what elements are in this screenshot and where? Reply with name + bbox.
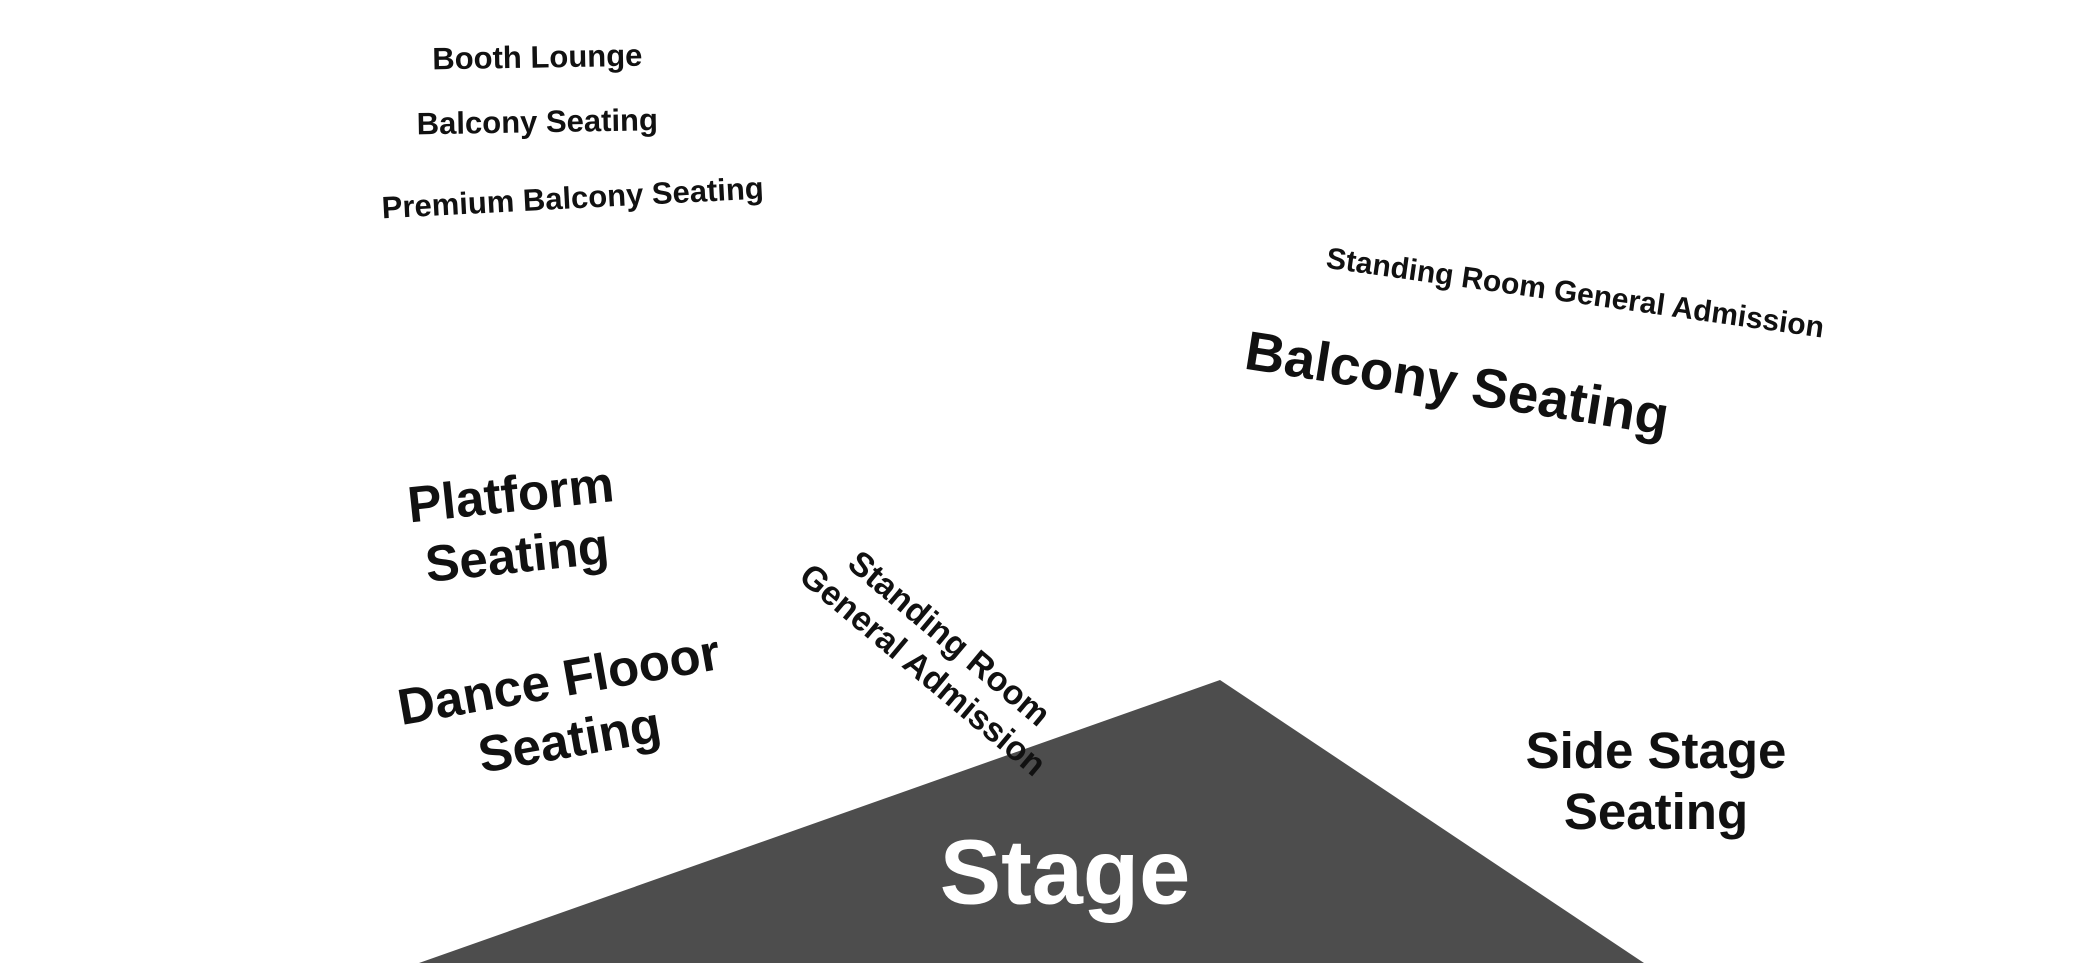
section-side-stage-seating[interactable]: Side Stage Seating bbox=[1526, 720, 1787, 842]
section-label-line: Balcony Seating bbox=[416, 102, 659, 142]
section-balcony-seating-upper-left[interactable]: Balcony Seating bbox=[416, 101, 658, 142]
stage-polygon[interactable] bbox=[419, 680, 1644, 963]
section-label-line: Booth Lounge bbox=[431, 37, 643, 77]
section-label-line: Seating bbox=[1563, 783, 1749, 840]
section-booth-lounge[interactable]: Booth Lounge bbox=[432, 37, 643, 78]
section-label-line: Side Stage bbox=[1525, 721, 1787, 779]
stage-label: Stage bbox=[939, 821, 1191, 924]
section-platform-seating[interactable]: Platform Seating bbox=[405, 453, 624, 596]
